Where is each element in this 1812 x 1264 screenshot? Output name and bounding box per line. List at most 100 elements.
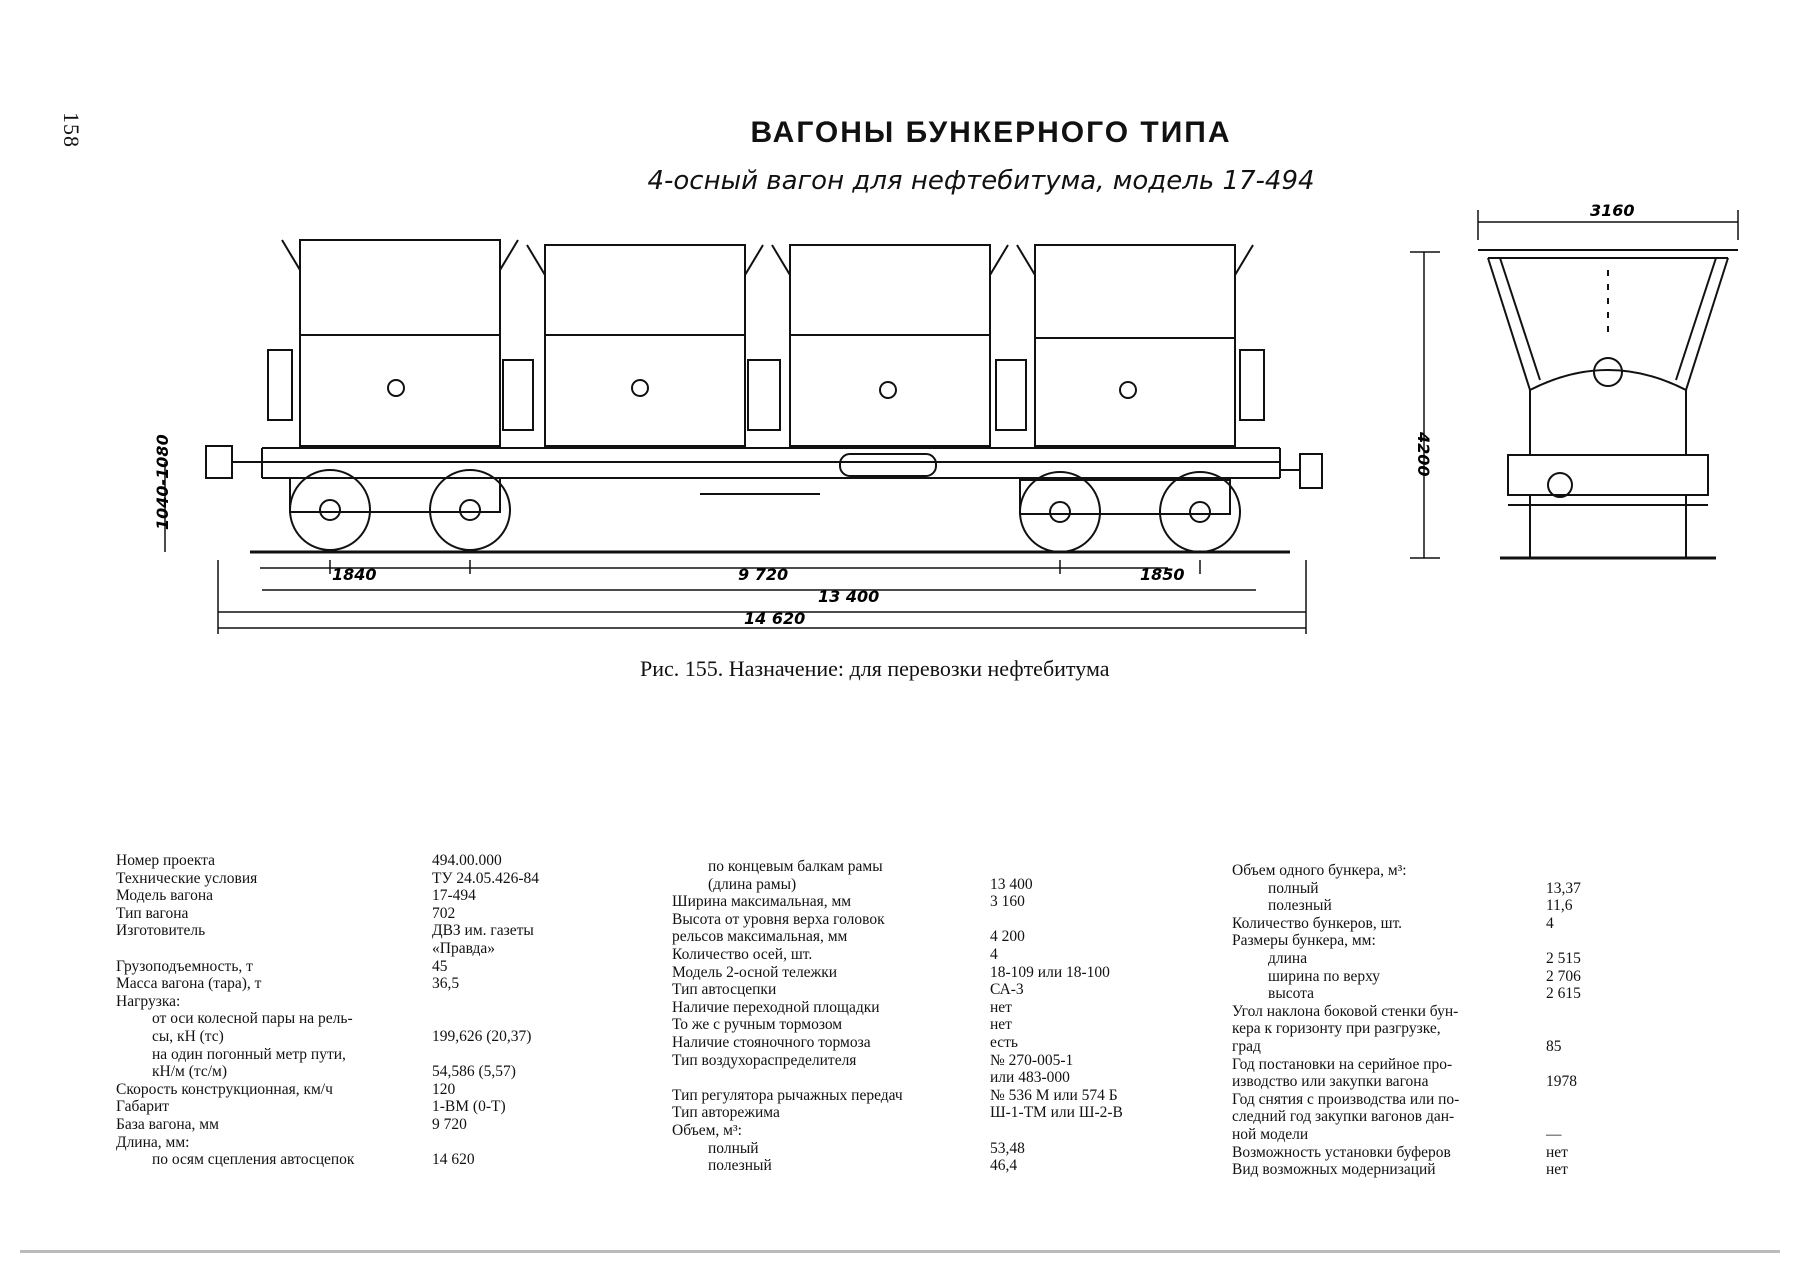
spec-value: нет (990, 1016, 1012, 1034)
spec-row: кН/м (тс/м)54,586 (5,57) (116, 1063, 636, 1081)
spec-value: 1-ВМ (0-Т) (432, 1098, 506, 1116)
spec-row: кера к горизонту при разгрузке, (1232, 1020, 1732, 1038)
dim-coupler-length: 14 620 (744, 609, 805, 628)
bogie-right (1019, 471, 1241, 553)
spec-label: Номер проекта (116, 852, 215, 869)
spec-label: Скорость конструкционная, км/ч (116, 1080, 333, 1098)
spec-row: Тип авторежима Ш-1-ТМ или Ш-2-В (672, 1104, 1192, 1122)
dim-height: 4200 (1414, 431, 1433, 477)
hopper-2 (526, 244, 764, 447)
spec-value: 120 (432, 1080, 456, 1098)
spec-value: 2 515 (1546, 949, 1581, 967)
spec-label: Наличие стояночного тормоза (672, 1033, 871, 1051)
spec-value: 85 (1546, 1037, 1562, 1055)
spec-label: Грузоподъемность, т (116, 957, 253, 975)
spec-label: (длина рамы) (708, 875, 797, 893)
spec-value: 11,6 (1546, 897, 1573, 915)
spec-label: Объем одного бункера, м³: (1232, 862, 1407, 879)
spec-row: на один погонный метр пути, (116, 1046, 636, 1064)
spec-row: Угол наклона боковой стенки бун- (1232, 1003, 1732, 1021)
spec-row: Модель вагона 17-494 (116, 887, 636, 905)
spec-value: 2 706 (1546, 967, 1581, 985)
spec-row: следний год закупки вагонов дан- (1232, 1108, 1732, 1126)
spec-value: 199,626 (20,37) (432, 1027, 532, 1045)
dim-frame-length: 13 400 (818, 587, 879, 606)
spec-label: изводство или закупки вагона (1232, 1073, 1429, 1091)
spec-label: по осям сцепления автосцепок (152, 1151, 355, 1169)
spec-value: 53,48 (990, 1139, 1025, 1157)
spec-row: «Правда» (116, 940, 636, 958)
spec-value: 3 160 (990, 893, 1025, 911)
spec-value: 45 (432, 957, 448, 975)
hopper-4 (1016, 244, 1254, 447)
spec-value: 1978 (1546, 1073, 1577, 1091)
spec-row: Нагрузка: (116, 993, 636, 1011)
spec-label: Тип вагона (116, 904, 189, 922)
side-view (205, 239, 1323, 554)
spec-label: сы, кН (тс) (152, 1027, 224, 1045)
technical-drawing: 1040-1080 1840 9 720 1850 13 400 14 620 … (153, 201, 1739, 634)
spec-value: 9 720 (432, 1115, 467, 1133)
spec-row: полный 53,48 (672, 1140, 1192, 1158)
spec-row: Номер проекта 494.00.000 (116, 852, 636, 870)
spec-value: — (1546, 1125, 1562, 1143)
spec-value: 18-109 или 18-100 (990, 963, 1110, 981)
spec-label: кН/м (тс/м) (152, 1063, 227, 1081)
spec-value: 13 400 (990, 875, 1033, 893)
spec-value: или 483-000 (990, 1069, 1070, 1087)
spec-label: Изготовитель (116, 922, 206, 940)
spec-row: Объем одного бункера, м³: (1232, 862, 1732, 880)
page-title: ВАГОНЫ БУНКЕРНОГО ТИПА (750, 116, 1232, 149)
spec-label: полный (708, 1139, 759, 1157)
spec-row: от оси колесной пары на рель- (116, 1010, 636, 1028)
dim-bogie-base-left: 1840 (332, 565, 377, 584)
drawing-subtitle: 4-осный вагон для нефтебитума, модель 17… (647, 166, 1315, 196)
spec-label: ной модели (1232, 1125, 1309, 1143)
spec-value: Ш-1-ТМ или Ш-2-В (990, 1104, 1123, 1122)
spec-value: нет (1546, 1143, 1568, 1161)
spec-label: Ширина максимальная, мм (672, 893, 852, 911)
spec-label: Год постановки на серийное про- (1232, 1055, 1453, 1073)
spec-label: Тип авторежима (672, 1104, 780, 1122)
spec-label: Объем, м³: (672, 1121, 742, 1139)
spec-value: есть (990, 1033, 1018, 1051)
spec-value: 494.00.000 (432, 852, 502, 869)
page-edge-rule (20, 1250, 1780, 1253)
spec-label: Нагрузка: (116, 992, 181, 1010)
spec-label: Тип воздухораспределителя (672, 1051, 857, 1069)
spec-label: Длина, мм: (116, 1133, 190, 1151)
spec-row: сы, кН (тс) 199,626 (20,37) (116, 1028, 636, 1046)
spec-row: длина 2 515 (1232, 950, 1732, 968)
spec-label: Модель вагона (116, 887, 214, 905)
spec-label: Угол наклона боковой стенки бун- (1232, 1002, 1459, 1020)
spec-label: следний год закупки вагонов дан- (1232, 1108, 1455, 1126)
spec-row: Возможность установки буферов нет (1232, 1144, 1732, 1162)
spec-value: 17-494 (432, 887, 476, 905)
spec-row: (длина рамы) 13 400 (672, 876, 1192, 894)
spec-label: Наличие переходной площадки (672, 998, 880, 1016)
spec-row: Год постановки на серийное про- (1232, 1056, 1732, 1074)
spec-value: СА-3 (990, 981, 1024, 999)
spec-row: Объем, м³: (672, 1122, 1192, 1140)
dim-bogie-base-right: 1850 (1140, 565, 1185, 584)
spec-label: длина (1268, 949, 1308, 967)
spec-label: рельсов максимальная, мм (672, 928, 848, 946)
spec-value: нет (1546, 1161, 1568, 1179)
dimension-lines (164, 210, 1739, 634)
spec-row: Количество бункеров, шт.4 (1232, 915, 1732, 933)
spec-label: Возможность установки буферов (1232, 1143, 1451, 1161)
